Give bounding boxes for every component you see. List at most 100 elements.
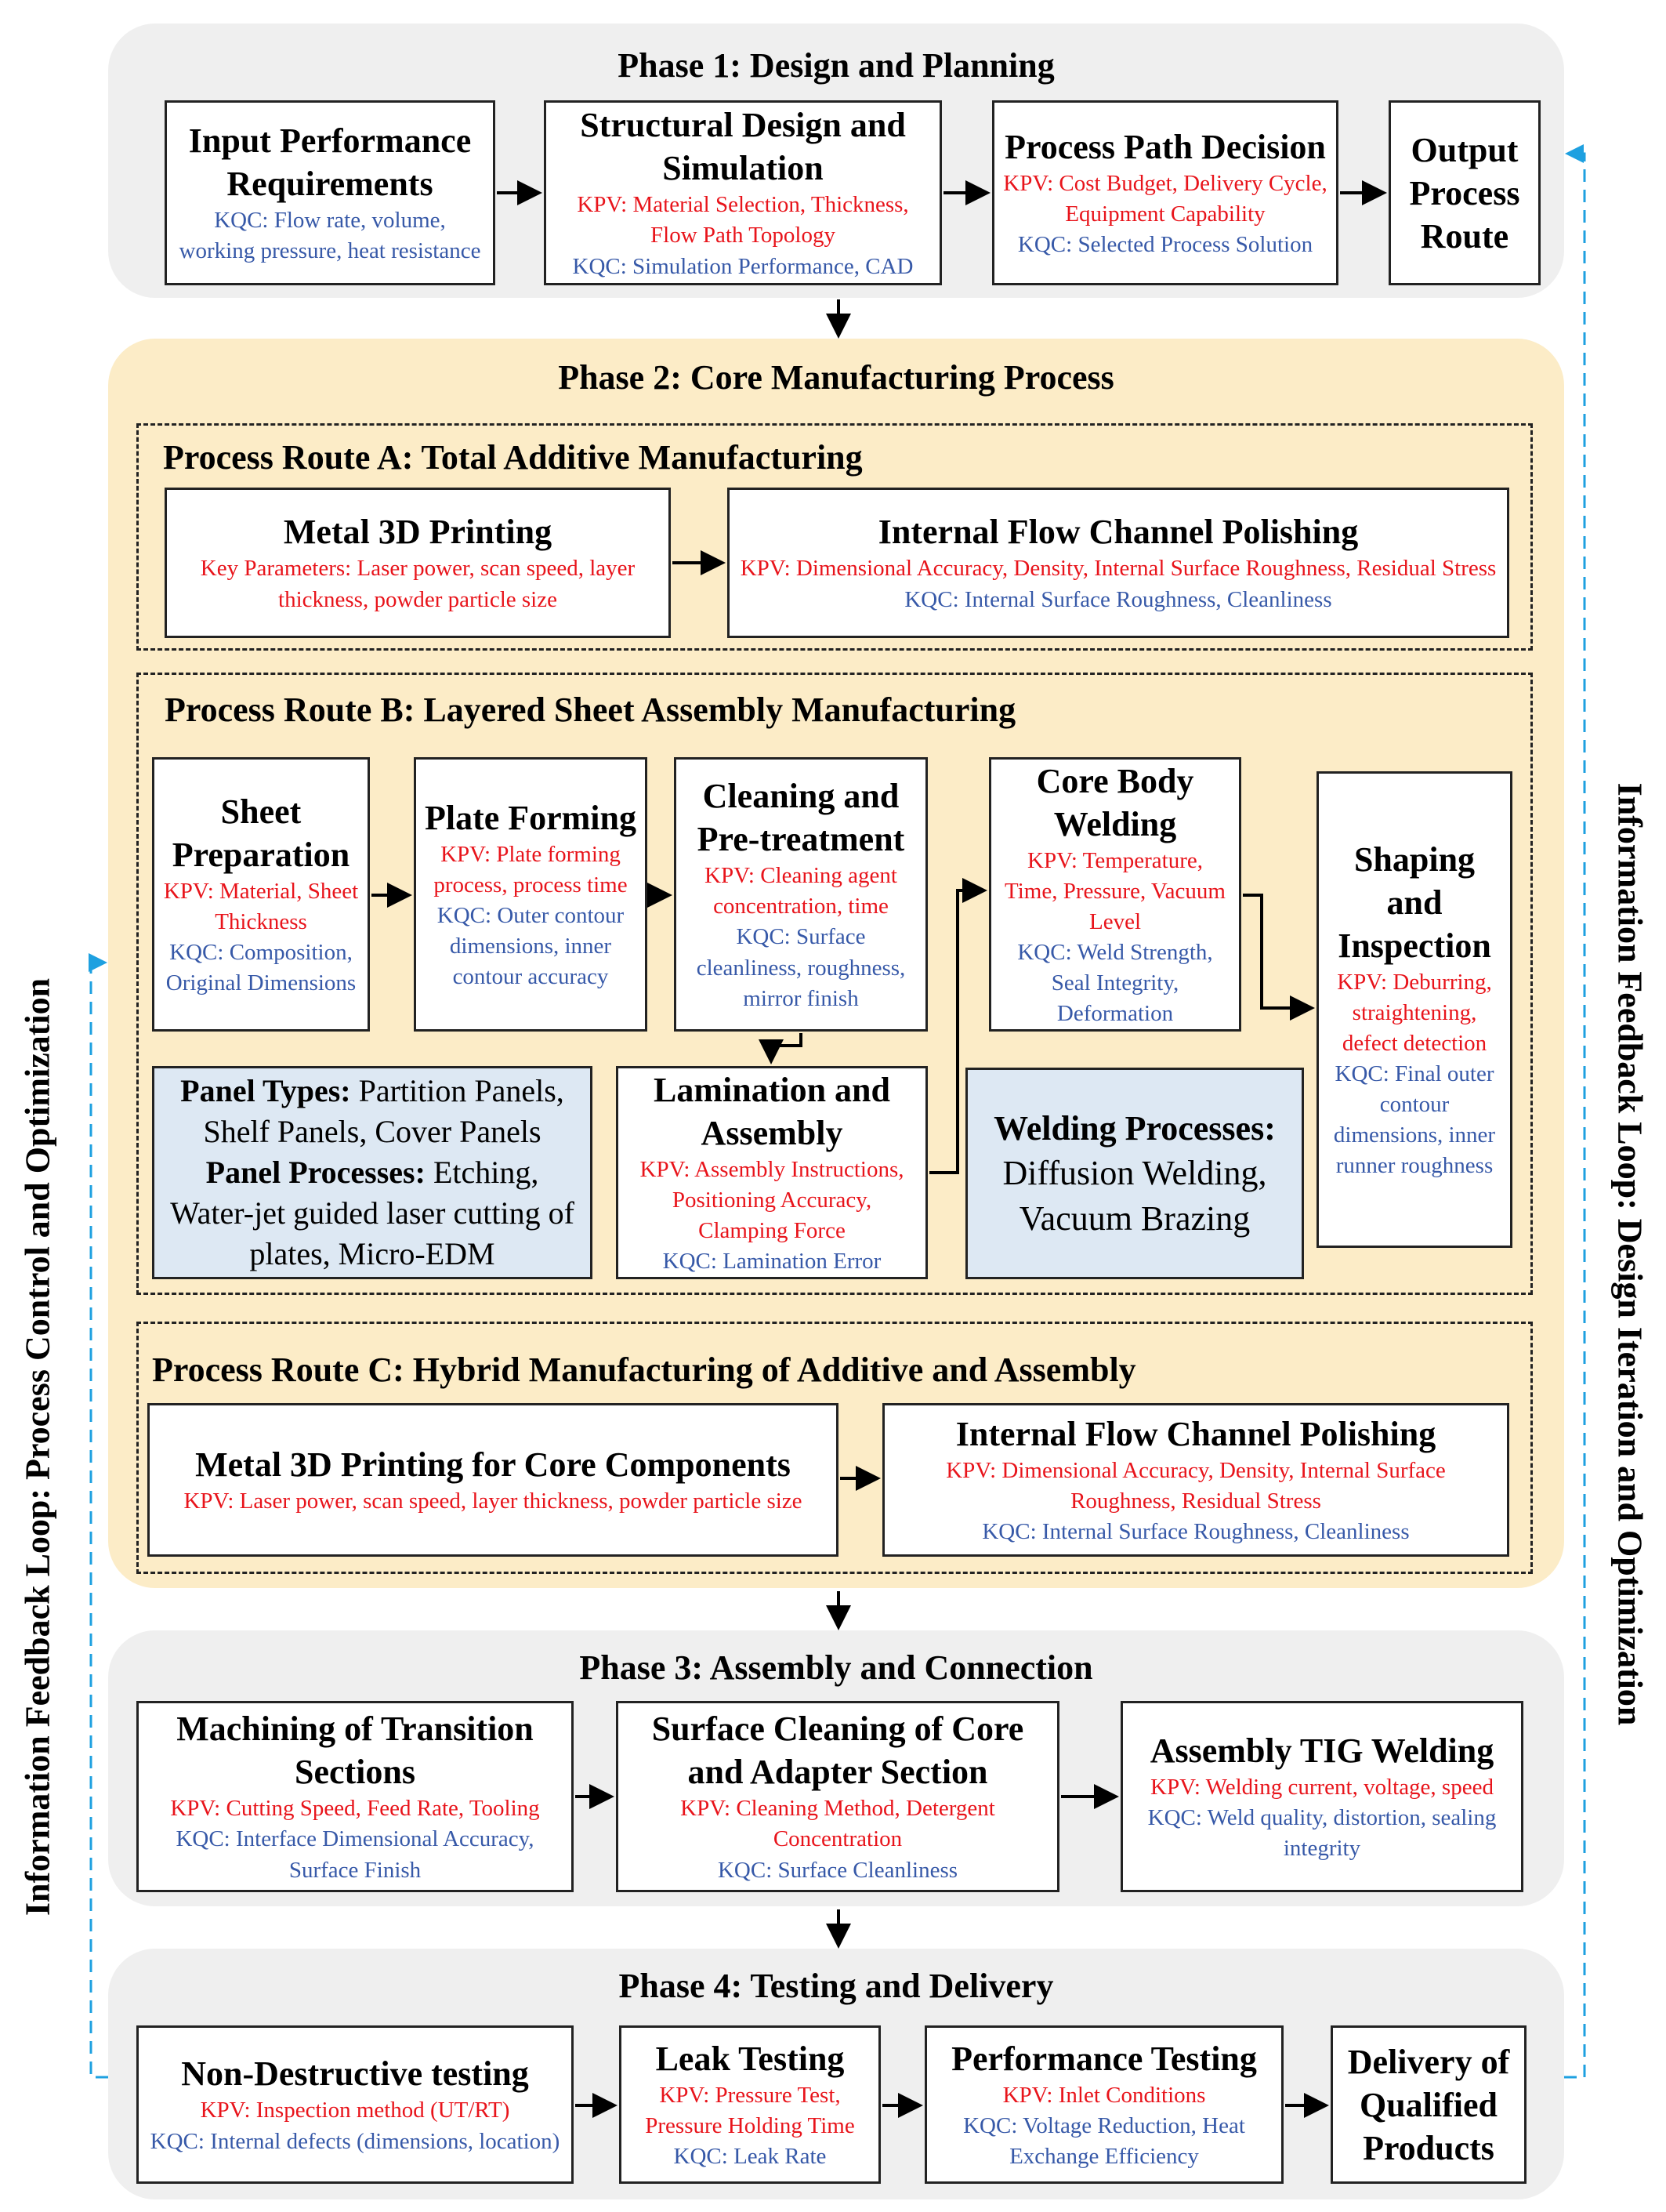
box-kqc: KQC: Composition, Original Dimensions bbox=[165, 940, 357, 996]
box-title: Performance Testing bbox=[951, 2039, 1257, 2078]
box-kpv: KPV: Assembly Instructions, Positioning … bbox=[639, 1156, 904, 1243]
box-title: Sheet Preparation bbox=[172, 792, 350, 874]
box-title: Internal Flow Channel Polishing bbox=[955, 1414, 1436, 1453]
box-kpv: KPV: Dimensional Accuracy, Density, Inte… bbox=[740, 556, 1497, 582]
left-feedback-loop-line bbox=[89, 953, 108, 2079]
panel-processes-value: Etching, Water-jet guided laser cutting … bbox=[170, 1155, 574, 1271]
route-a-title: Process Route A: Total Additive Manufact… bbox=[163, 438, 863, 477]
arrow-b-4 bbox=[929, 878, 987, 1174]
box-title: Shaping and Inspection bbox=[1338, 839, 1491, 965]
box-kpv: KPV: Laser power, scan speed, layer thic… bbox=[183, 1488, 802, 1514]
non-destructive-testing-box: Non-Destructive testing KPV: Inspection … bbox=[136, 2025, 574, 2184]
box-kpv: KPV: Cleaning Method, Detergent Concentr… bbox=[680, 1796, 995, 1852]
phase1-title: Phase 1: Design and Planning bbox=[618, 46, 1055, 85]
box-title: Assembly TIG Welding bbox=[1150, 1731, 1494, 1770]
box-kpv: KPV: Temperature, Time, Pressure, Vacuum… bbox=[1005, 847, 1226, 934]
leak-testing-box: Leak Testing KPV: Pressure Test, Pressur… bbox=[619, 2025, 881, 2184]
machining-transition-box: Machining of Transition Sections KPV: Cu… bbox=[136, 1701, 574, 1892]
box-title: Plate Forming bbox=[424, 798, 637, 837]
box-kqc: KQC: Voltage Reduction, Heat Exchange Ef… bbox=[963, 2112, 1245, 2170]
box-kqc: KQC: Leak Rate bbox=[673, 2144, 827, 2170]
right-loop-label: Information Feedback Loop: Design Iterat… bbox=[1610, 782, 1650, 1726]
box-kqc: KQC: Surface Cleanliness bbox=[717, 1857, 958, 1883]
box-kpv: KPV: Plate forming process, process time bbox=[433, 841, 628, 897]
box-title: Cleaning and Pre-treatment bbox=[697, 777, 905, 859]
box-kqc: KQC: Weld Strength, Seal Integrity, Defo… bbox=[1017, 940, 1213, 1027]
box-kqc: KQC: Simulation Performance, CAD bbox=[572, 253, 914, 279]
structural-design-box: Structural Design and Simulation KPV: Ma… bbox=[544, 100, 942, 285]
box-kpv: Key Parameters: Laser power, scan speed,… bbox=[200, 556, 636, 612]
process-path-decision-box: Process Path Decision KPV: Cost Budget, … bbox=[992, 100, 1338, 285]
box-kqc: KQC: Interface Dimensional Accuracy, Sur… bbox=[176, 1826, 534, 1883]
box-kpv: KPV: Inlet Conditions bbox=[1002, 2082, 1206, 2108]
box-kqc: KQC: Internal Surface Roughness, Cleanli… bbox=[904, 586, 1332, 612]
box-kpv: KPV: Pressure Test, Pressure Holding Tim… bbox=[645, 2082, 855, 2138]
box-title: Core Body Welding bbox=[1036, 761, 1194, 843]
surface-cleaning-box: Surface Cleaning of Core and Adapter Sec… bbox=[616, 1701, 1059, 1892]
arrow-b-3 bbox=[759, 1033, 802, 1064]
box-kpv: KPV: Dimensional Accuracy, Density, Inte… bbox=[946, 1457, 1446, 1514]
core-body-welding-box: Core Body Welding KPV: Temperature, Time… bbox=[989, 757, 1241, 1032]
panel-types-text: Panel Types: Partition Panels, Shelf Pan… bbox=[162, 1071, 582, 1275]
box-kqc: KQC: Selected Process Solution bbox=[1017, 232, 1313, 258]
assembly-tig-welding-box: Assembly TIG Welding KPV: Welding curren… bbox=[1121, 1701, 1523, 1892]
sheet-preparation-box: Sheet Preparation KPV: Material, Sheet T… bbox=[152, 757, 370, 1032]
box-kqc: KQC: Weld quality, distortion, sealing i… bbox=[1147, 1804, 1497, 1862]
box-kpv: KPV: Cleaning agent concentration, time bbox=[704, 863, 897, 919]
route-b-title: Process Route B: Layered Sheet Assembly … bbox=[165, 691, 1016, 729]
box-kqc: KQC: Surface cleanliness, roughness, mir… bbox=[696, 924, 906, 1011]
route-c-title: Process Route C: Hybrid Manufacturing of… bbox=[152, 1351, 1136, 1389]
welding-processes-text: Welding Processes: Diffusion Welding, Va… bbox=[976, 1106, 1294, 1241]
box-title: Surface Cleaning of Core and Adapter Sec… bbox=[651, 1710, 1024, 1792]
box-title: Machining of Transition Sections bbox=[176, 1710, 534, 1792]
box-title: Delivery of Qualified Products bbox=[1347, 2042, 1510, 2167]
core-components-printing-box: Metal 3D Printing for Core Components KP… bbox=[147, 1403, 838, 1557]
box-title: Output Process Route bbox=[1409, 130, 1520, 256]
box-title: Non-Destructive testing bbox=[181, 2054, 529, 2094]
box-title: Metal 3D Printing for Core Components bbox=[195, 1445, 791, 1484]
box-kqc: KQC: Lamination Error bbox=[662, 1249, 882, 1275]
box-kpv: KPV: Material Selection, Thickness, Flow… bbox=[577, 192, 909, 248]
box-title: Structural Design and Simulation bbox=[580, 106, 906, 188]
box-kpv: KPV: Cutting Speed, Feed Rate, Tooling bbox=[170, 1796, 540, 1822]
box-kpv: KPV: Material, Sheet Thickness bbox=[163, 878, 359, 934]
lamination-assembly-box: Lamination and Assembly KPV: Assembly In… bbox=[616, 1066, 928, 1279]
panel-types-label: Panel Types: bbox=[180, 1073, 351, 1108]
welding-processes-note: Welding Processes: Diffusion Welding, Va… bbox=[965, 1068, 1304, 1279]
arrow-b-5 bbox=[1243, 894, 1315, 1021]
route-b-frame bbox=[136, 673, 1533, 1295]
phase3-title: Phase 3: Assembly and Connection bbox=[579, 1648, 1093, 1687]
route-c-polishing-box: Internal Flow Channel Polishing KPV: Dim… bbox=[882, 1403, 1509, 1557]
route-a-polishing-box: Internal Flow Channel Polishing KPV: Dim… bbox=[727, 488, 1509, 638]
plate-forming-box: Plate Forming KPV: Plate forming process… bbox=[414, 757, 647, 1032]
box-kqc: KQC: Flow rate, volume, working pressure… bbox=[179, 207, 481, 263]
panel-types-value: Partition Panels, Shelf Panels, Cover Pa… bbox=[203, 1073, 564, 1149]
box-title: Lamination and Assembly bbox=[654, 1070, 890, 1152]
box-kpv: KPV: Inspection method (UT/RT) bbox=[200, 2098, 510, 2123]
box-kqc: KQC: Internal Surface Roughness, Cleanli… bbox=[982, 1519, 1410, 1545]
delivery-qualified-products-box: Delivery of Qualified Products bbox=[1331, 2025, 1527, 2184]
phase4-title: Phase 4: Testing and Delivery bbox=[618, 1967, 1054, 2005]
output-process-route-box: Output Process Route bbox=[1389, 100, 1541, 285]
left-loop-label: Information Feedback Loop: Process Contr… bbox=[18, 977, 57, 1916]
cleaning-pretreatment-box: Cleaning and Pre-treatment KPV: Cleaning… bbox=[674, 757, 928, 1032]
box-kqc: KQC: Final outer contour dimensions, inn… bbox=[1333, 1061, 1496, 1179]
box-kqc: KQC: Outer contour dimensions, inner con… bbox=[436, 902, 625, 990]
box-kpv: KPV: Welding current, voltage, speed bbox=[1150, 1774, 1494, 1800]
box-title: Input Performance Requirements bbox=[188, 121, 472, 203]
route-a-frame bbox=[136, 423, 1533, 651]
welding-processes-value: Diffusion Welding, Vacuum Brazing bbox=[1002, 1154, 1267, 1238]
shaping-inspection-box: Shaping and Inspection KPV: Deburring, s… bbox=[1317, 771, 1512, 1248]
box-kpv: KPV: Cost Budget, Delivery Cycle, Equipm… bbox=[1003, 170, 1327, 227]
panel-types-note: Panel Types: Partition Panels, Shelf Pan… bbox=[152, 1066, 592, 1279]
box-kpv: KPV: Deburring, straightening, defect de… bbox=[1337, 969, 1492, 1056]
route-c-frame bbox=[136, 1322, 1533, 1574]
phase2-title: Phase 2: Core Manufacturing Process bbox=[558, 358, 1114, 397]
panel-processes-label: Panel Processes: bbox=[205, 1155, 426, 1190]
metal-3d-printing-box: Metal 3D Printing Key Parameters: Laser … bbox=[165, 488, 671, 638]
right-feedback-loop-line bbox=[1564, 144, 1586, 2079]
welding-processes-label: Welding Processes: bbox=[994, 1109, 1276, 1148]
box-title: Leak Testing bbox=[655, 2039, 845, 2078]
input-performance-requirements-box: Input Performance Requirements KQC: Flow… bbox=[165, 100, 495, 285]
